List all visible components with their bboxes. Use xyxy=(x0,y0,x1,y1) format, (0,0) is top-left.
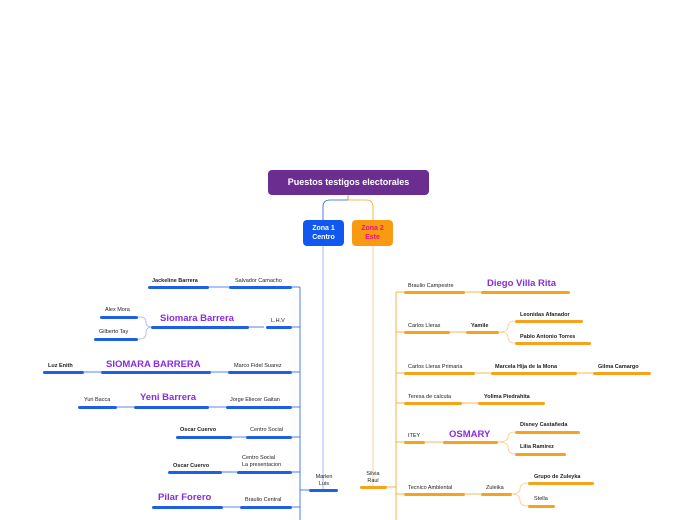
z2-branch-4-grandchild-0[interactable]: Disney Castañeda xyxy=(520,422,568,428)
z1-branch-5-child[interactable]: Oscar Cuervo xyxy=(173,463,210,469)
z2-branch-4-child-underline xyxy=(443,441,498,444)
z2-branch-1-child[interactable]: Yamile xyxy=(471,323,489,329)
z2-branch-1-grandchild-1-underline xyxy=(515,342,591,345)
zone-2-hub-line2: Raul xyxy=(367,478,379,484)
zone-2-hub-underline xyxy=(360,486,387,489)
z2-branch-1-grandchild-0[interactable]: Leonidas Afanador xyxy=(520,312,570,318)
z2-branch-5-child-underline xyxy=(481,493,512,496)
zone-2-label-line1: Zona 2 xyxy=(361,225,384,232)
z2-branch-0-child-underline xyxy=(481,291,570,294)
z1-branch-1-grandchild-1-underline xyxy=(94,338,138,341)
z2-branch-4-grandchild-1-underline xyxy=(515,453,566,456)
z1-branch-2-grandchild[interactable]: Luz Enith xyxy=(48,363,73,369)
zone-1-hub-line2: Luis xyxy=(318,481,330,487)
zone-1-hub-line1: Marlen xyxy=(315,474,333,480)
z1-branch-1-child[interactable]: Siomara Barrera xyxy=(160,313,234,324)
z2-branch-5-grandchild-0-underline xyxy=(528,482,594,485)
zone-1-hub-underline xyxy=(309,489,338,492)
z1-branch-3-child[interactable]: Yeni Barrera xyxy=(140,392,196,403)
z1-branch-1-grandchild-0-underline xyxy=(100,316,138,319)
z1-branch-3-underline xyxy=(226,406,292,409)
z1-branch-2-grandchild-underline xyxy=(43,371,84,374)
z1-branch-3-child-underline xyxy=(134,406,209,409)
z1-branch-2-child-underline xyxy=(101,371,211,374)
z1-branch-1-underline xyxy=(266,326,292,329)
z2-branch-2-grandchild[interactable]: Gilma Camargo xyxy=(598,364,639,370)
z1-branch-2-underline xyxy=(228,371,292,374)
z1-branch-5-underline xyxy=(237,471,292,474)
z2-branch-3-child-underline xyxy=(478,402,545,405)
z1-branch-0-child[interactable]: Jackeline Barrera xyxy=(152,278,198,284)
z2-branch-0-label[interactable]: Braulio Campestre xyxy=(408,283,454,289)
zone-1-label-line1: Zona 1 xyxy=(312,225,335,232)
z1-branch-5-label[interactable]: Centro Social La presentacion xyxy=(242,455,281,469)
z2-branch-0-underline xyxy=(404,291,465,294)
z2-branch-2-child[interactable]: Marcela Hija de la Mona xyxy=(495,364,558,370)
z1-branch-4-underline xyxy=(246,436,292,439)
z2-branch-5-grandchild-1-underline xyxy=(528,505,555,508)
z2-branch-4-grandchild-1[interactable]: Lilia Ramirez xyxy=(520,444,554,450)
zone-2-label-line2: Este xyxy=(365,234,380,241)
z2-branch-2-underline xyxy=(404,372,475,375)
z1-branch-4-child[interactable]: Oscar Cuervo xyxy=(180,427,217,433)
z2-branch-2-label[interactable]: Carlos Lleras Primaria xyxy=(408,364,463,370)
z2-branch-4-child[interactable]: OSMARY xyxy=(449,429,491,440)
z1-branch-0-underline xyxy=(229,286,292,289)
z1-branch-1-grandchild-1[interactable]: Gilberto Tay xyxy=(99,329,129,335)
z1-branch-1-label[interactable]: L.H.V xyxy=(271,318,285,324)
zone-2-node[interactable]: Zona 2 Este xyxy=(352,220,393,246)
z2-branch-1-label[interactable]: Carlos Lleras xyxy=(408,323,441,329)
z1-branch-4-label[interactable]: Centro Social xyxy=(250,427,284,433)
root-node[interactable]: Puestos testigos electorales xyxy=(268,170,429,195)
zone-2-hub[interactable]: Silvia Raul xyxy=(360,471,386,485)
z2-branch-4-label[interactable]: ITEY xyxy=(408,433,421,439)
z1-branch-2-label[interactable]: Marco Fidel Suarez xyxy=(234,363,282,369)
z1-branch-0-child-underline xyxy=(148,286,209,289)
z2-branch-3-label[interactable]: Teresa de calcuta xyxy=(408,394,452,400)
z1-branch-3-grandchild[interactable]: Yuri Bacca xyxy=(84,397,111,403)
zone-1-label-line2: Centro xyxy=(312,234,335,241)
zone-1-node[interactable]: Zona 1 Centro xyxy=(303,220,344,246)
z2-branch-5-grandchild-0[interactable]: Grupo de Zuleyka xyxy=(534,474,581,480)
z2-branch-2-grandchild-underline xyxy=(593,372,651,375)
z2-branch-1-child-underline xyxy=(466,331,499,334)
z1-branch-2-child[interactable]: SIOMARA BARRERA xyxy=(106,359,201,370)
z2-branch-0-child[interactable]: Diego Villa Rita xyxy=(487,278,556,289)
z1-branch-5-label-line1: Centro Social xyxy=(242,455,276,461)
z1-branch-0-label[interactable]: Salvador Camacho xyxy=(235,278,282,284)
z1-branch-6-label[interactable]: Braulio Central xyxy=(245,497,282,503)
z1-branch-5-label-line2: La presentacion xyxy=(242,462,282,468)
z2-branch-3-child[interactable]: Yolima Piedrahita xyxy=(484,394,530,400)
z1-branch-5-child-underline xyxy=(168,471,222,474)
z2-branch-3-underline xyxy=(404,402,462,405)
z1-branch-6-child[interactable]: Pilar Forero xyxy=(158,492,212,503)
z1-branch-3-grandchild-underline xyxy=(78,406,117,409)
z1-branch-6-child-underline xyxy=(152,506,223,509)
z2-branch-5-child[interactable]: Zuleika xyxy=(486,485,504,491)
z2-branch-1-grandchild-0-underline xyxy=(515,320,583,323)
z1-branch-1-child-underline xyxy=(151,326,249,329)
z1-branch-1-grandchild-0[interactable]: Alex Mora xyxy=(105,307,130,313)
z2-branch-4-grandchild-0-underline xyxy=(515,431,580,434)
zone-1-hub[interactable]: Marlen Luis xyxy=(310,474,338,488)
zone-2-hub-line1: Silvia xyxy=(366,471,380,477)
z2-branch-1-underline xyxy=(404,331,450,334)
z1-branch-4-child-underline xyxy=(176,436,232,439)
z2-branch-5-grandchild-1[interactable]: Stella xyxy=(534,496,548,502)
z2-branch-1-grandchild-1[interactable]: Pablo Antonio Torres xyxy=(520,334,576,340)
z1-branch-6-underline xyxy=(240,506,292,509)
z2-branch-4-underline xyxy=(404,441,425,444)
z2-branch-2-child-underline xyxy=(491,372,577,375)
z2-branch-5-label[interactable]: Tecnico Ambiental xyxy=(408,485,453,491)
z1-branch-3-label[interactable]: Jorge Eliecer Gaitan xyxy=(230,397,280,403)
z2-branch-5-underline xyxy=(404,493,465,496)
